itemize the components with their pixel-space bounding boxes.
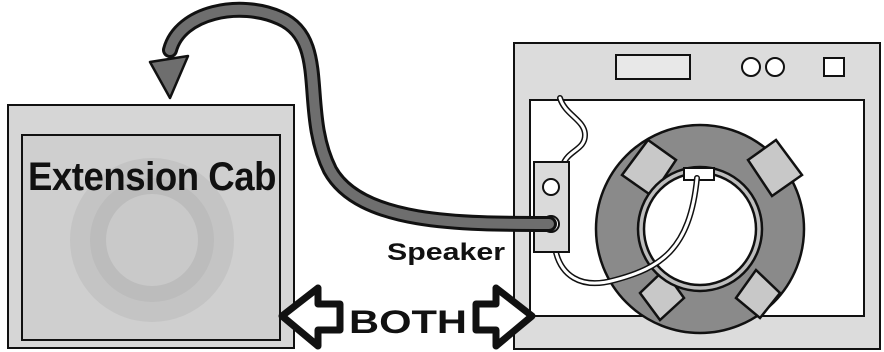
extension-speaker-ghost-inner [106, 194, 198, 286]
jack-icon [542, 178, 560, 196]
both-label: BOTH [349, 304, 467, 340]
speaker-clamp [620, 138, 678, 198]
speaker-cone [642, 171, 758, 287]
double-arrow-icon [278, 284, 536, 350]
jack-plate-body [533, 161, 570, 253]
curved-arrow-icon [148, 1, 557, 232]
speaker-label: Speaker [387, 239, 505, 266]
knob-icon [765, 57, 785, 77]
speaker-clamp [746, 138, 804, 198]
amp-display-window [615, 54, 691, 80]
speaker-clamp [638, 268, 686, 322]
internal-speaker-wire [552, 95, 700, 287]
curved-arrow-head [148, 54, 190, 100]
amp-speaker [594, 123, 806, 335]
extension-cab-label: Extension Cab [28, 155, 276, 199]
speaker-clamp [734, 268, 782, 320]
extension-cabinet: Extension Cab [7, 104, 295, 349]
jack-plate [533, 161, 570, 253]
amp-switch [823, 57, 845, 77]
knob-icon [741, 57, 761, 77]
